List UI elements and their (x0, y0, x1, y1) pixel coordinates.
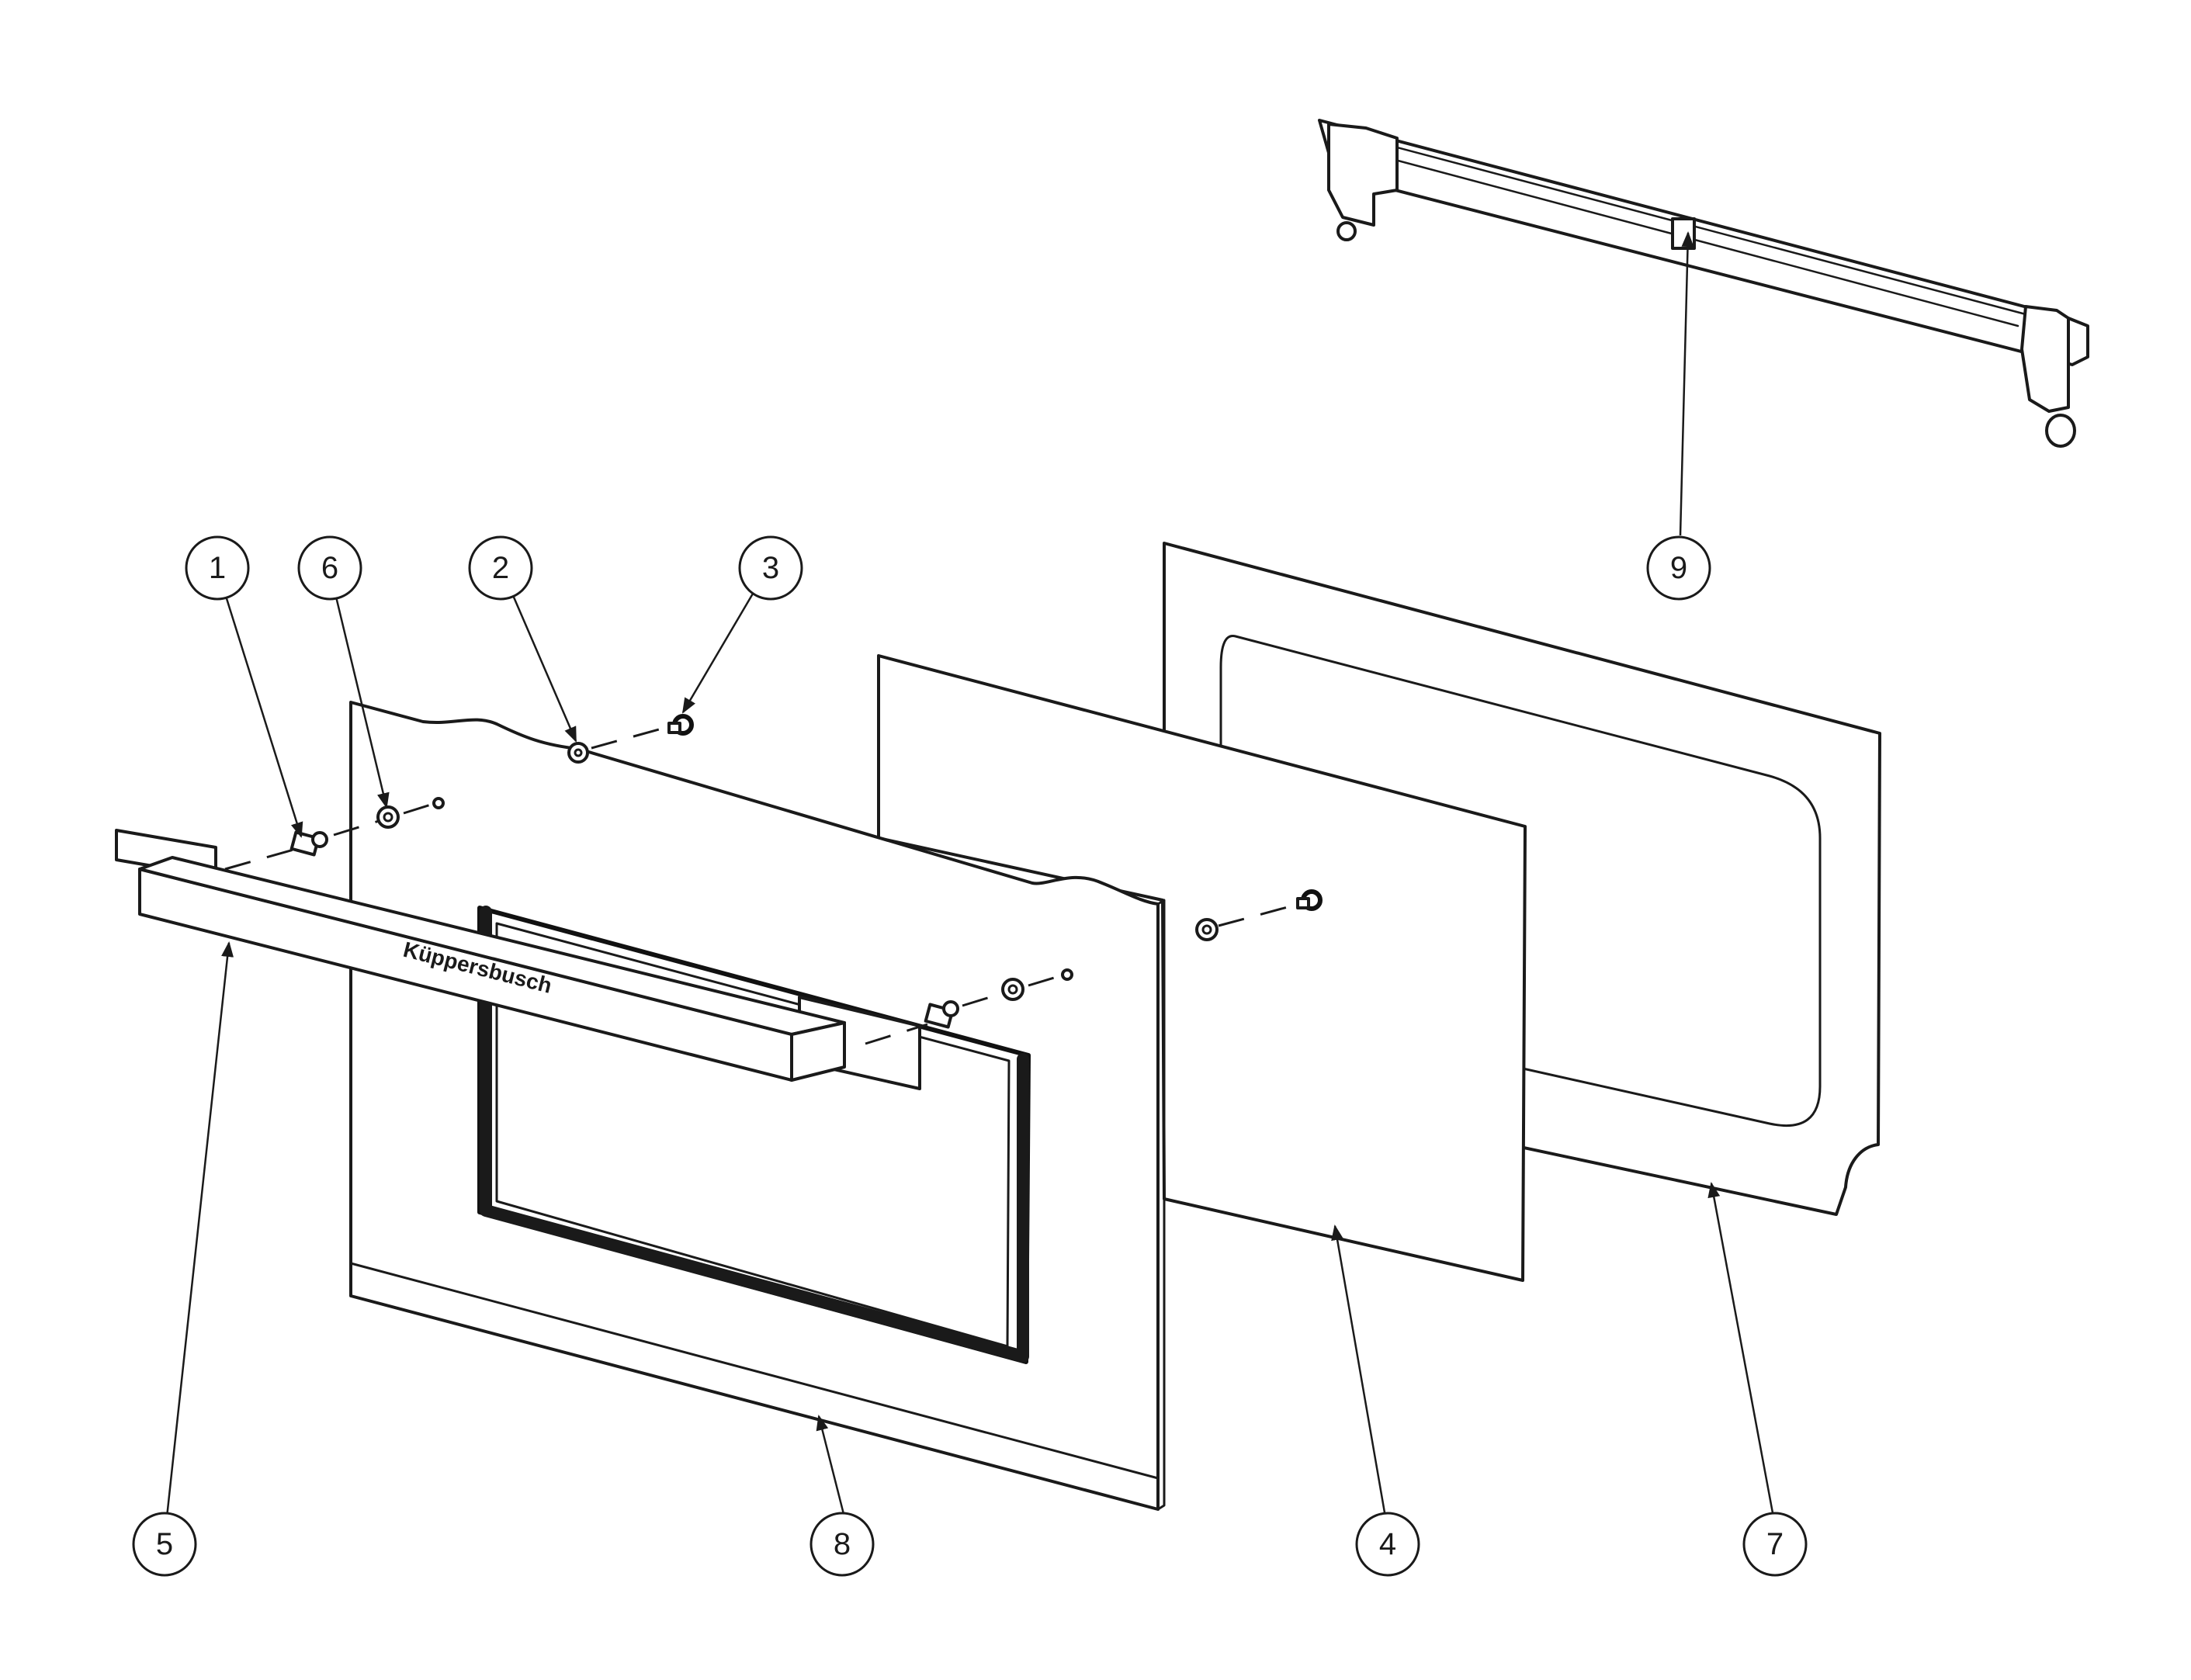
balloon-1: 1 (185, 535, 250, 601)
balloon-3: 3 (738, 535, 803, 601)
svg-text:9: 9 (1670, 551, 1687, 585)
screw-3 (667, 714, 694, 736)
assembly-axes (224, 726, 1297, 1045)
balloon-6: 6 (297, 535, 362, 601)
balloon-7: 7 (1742, 1512, 1808, 1577)
svg-text:3: 3 (762, 551, 779, 585)
pin-1 (289, 830, 328, 857)
lower-fasteners (924, 889, 1323, 1029)
svg-text:4: 4 (1379, 1527, 1396, 1561)
svg-text:2: 2 (492, 551, 509, 585)
balloon-4: 4 (1355, 1512, 1420, 1577)
fasteners (289, 714, 1323, 1029)
balloon-2: 2 (468, 535, 533, 601)
svg-text:8: 8 (834, 1527, 851, 1561)
svg-text:6: 6 (321, 551, 338, 585)
svg-text:7: 7 (1766, 1527, 1784, 1561)
balloon-5: 5 (132, 1512, 197, 1577)
svg-text:1: 1 (209, 551, 226, 585)
balloon-8: 8 (809, 1512, 875, 1577)
door-handle: Küppersbusch (115, 829, 921, 1090)
washer-2 (567, 742, 589, 764)
leader-lines (165, 231, 1775, 1518)
balloon-9: 9 (1646, 535, 1711, 601)
svg-text:5: 5 (156, 1527, 173, 1561)
top-bracket-rail (1318, 119, 2089, 448)
